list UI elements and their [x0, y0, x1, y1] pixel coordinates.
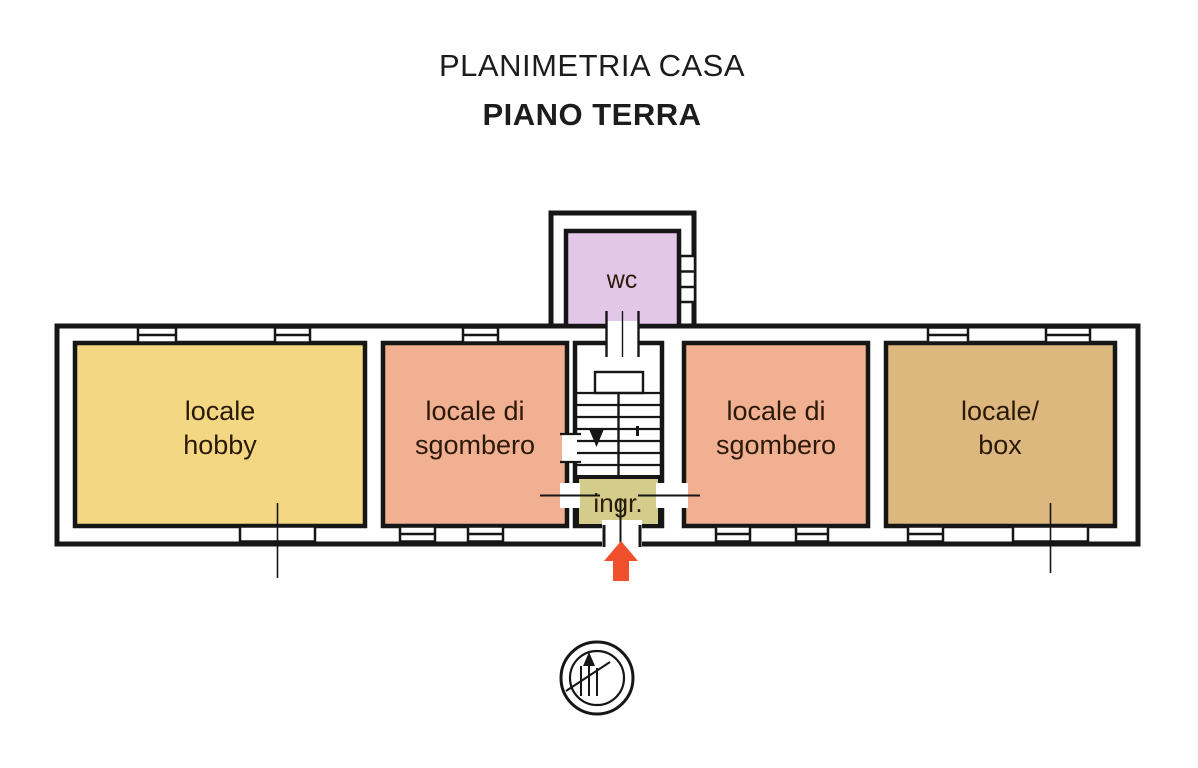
room-locale-box: [883, 340, 1118, 529]
top-wall-windows: [136, 326, 1092, 344]
room-labels: locale hobby locale di sgombero locale d…: [183, 266, 1039, 518]
bottom-wall-windows: [398, 525, 945, 543]
room-wc: [563, 228, 682, 329]
label-sgombero-left-1: locale di: [425, 396, 524, 426]
label-sgombero-right-1: locale di: [726, 396, 825, 426]
label-sgombero-left-2: sgombero: [415, 430, 535, 460]
page-title: PLANIMETRIA CASA: [438, 48, 746, 83]
stairhall-side-door: [560, 432, 581, 464]
staircase-icon: [577, 370, 660, 477]
label-locale-hobby-2: hobby: [183, 430, 257, 460]
stairs-down-arrow-icon: [589, 429, 604, 447]
label-locale-box-1: locale/: [961, 396, 1040, 426]
ingresso-right-door: [638, 483, 700, 508]
wc-door: [605, 311, 640, 357]
page-subtitle: PIANO TERRA: [482, 97, 702, 132]
window-icon: [678, 254, 697, 304]
room-locale-hobby: [72, 340, 368, 529]
box-french-door: [1011, 503, 1090, 573]
label-wc: wc: [606, 266, 638, 294]
hobby-french-door: [238, 503, 317, 578]
north-compass-icon: [559, 640, 635, 716]
label-locale-box-2: box: [978, 430, 1022, 460]
label-locale-hobby-1: locale: [185, 396, 256, 426]
ingresso-left-door: [540, 483, 600, 508]
room-sgombero-right: [681, 340, 871, 529]
label-sgombero-right-2: sgombero: [716, 430, 836, 460]
label-ingresso: ingr.: [593, 488, 642, 518]
entrance-arrow-icon: [604, 541, 638, 581]
